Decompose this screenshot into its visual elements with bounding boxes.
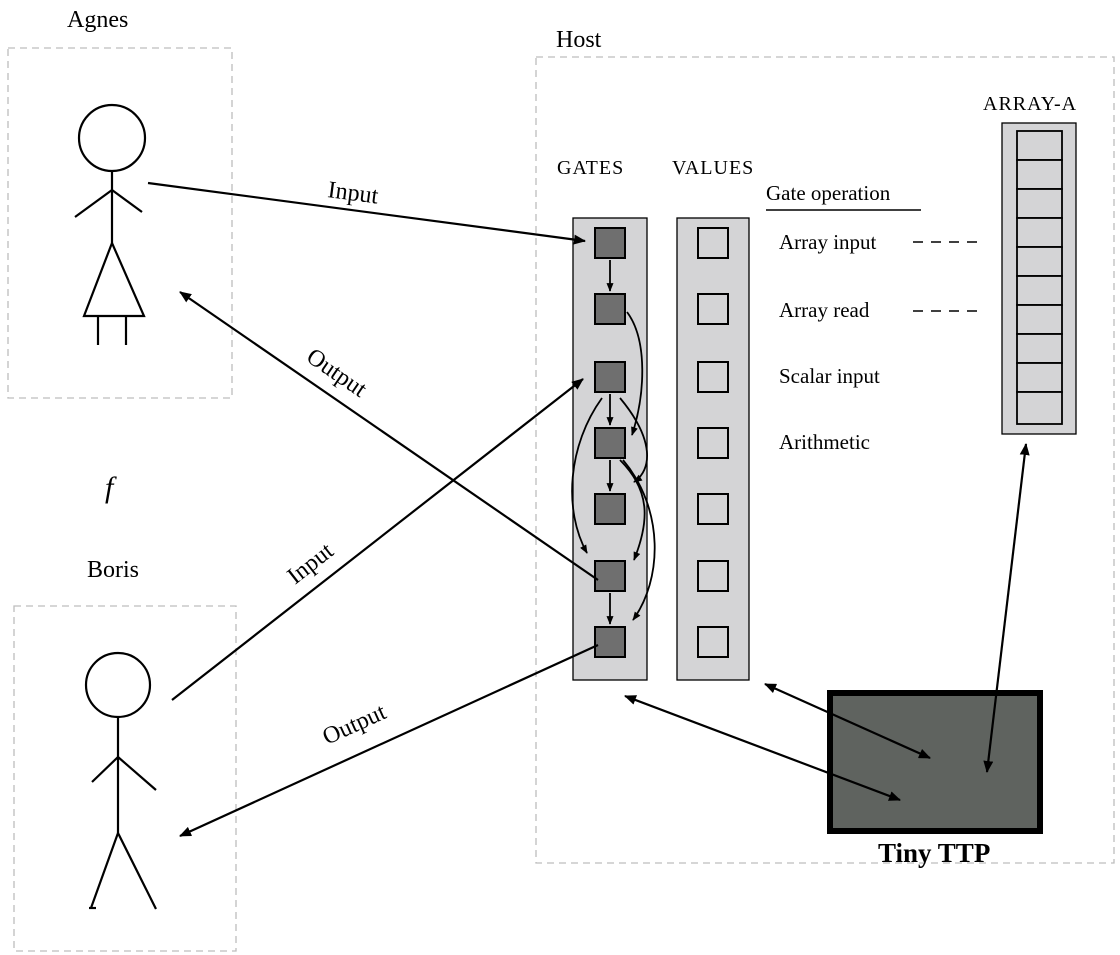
gates-list [594,227,626,658]
boris-label: Boris [87,557,139,583]
agnes-output-arrow [179,291,599,581]
gate-2 [594,293,626,325]
value-slot-7 [697,626,729,658]
tiny-ttp-box [827,690,1043,834]
array-a-cells [1016,130,1063,425]
value-slot-6 [697,560,729,592]
array-cell [1016,159,1063,190]
gate-operation-title: Gate operation [766,181,891,205]
array-cell [1016,333,1063,364]
boris-input-label: Input [283,538,339,590]
gate-5 [594,493,626,525]
value-slot-4 [697,427,729,459]
boris-input-arrow [171,378,584,701]
ttp-gates-arrow [624,694,901,802]
array-header: ARRAY-A [983,93,1077,115]
communication-arrows [147,181,599,838]
gate-op-array-read: Array read [779,298,870,322]
agnes-input-label: Input [326,177,380,209]
array-cell [1016,217,1063,248]
gate-dependency-arrows [571,260,656,625]
agnes-figure-icon [74,103,147,345]
array-cell [1016,362,1063,393]
boris-output-arrow [179,643,599,838]
gate-op-scalar-input: Scalar input [779,364,880,388]
host-frame [535,56,1115,864]
gate-op-array-input: Array input [779,230,877,254]
tiny-ttp-label: Tiny TTP [878,838,990,868]
function-symbol: f [105,471,117,504]
array-cell [1016,304,1063,335]
gate-1 [594,227,626,259]
array-cell [1016,130,1063,161]
ttp-values-arrow [764,682,931,760]
array-cell [1016,391,1063,425]
gate-operation-legend: Gate operation Array input Array read Sc… [766,181,985,454]
boris-output-label: Output [319,699,391,750]
agnes-output-label: Output [302,344,372,403]
gates-header: GATES [557,157,624,179]
boris-frame [13,605,237,952]
gate-3 [594,361,626,393]
host-label: Host [556,27,602,53]
value-slot-2 [697,293,729,325]
agnes-label: Agnes [67,7,128,33]
boris-figure-icon [84,651,157,910]
gate-6 [594,560,626,592]
values-header: VALUES [672,157,754,179]
ttp-array-arrow [983,443,1030,773]
array-cell [1016,246,1063,277]
value-slot-3 [697,361,729,393]
gate-4 [594,427,626,459]
value-slot-1 [697,227,729,259]
agnes-input-arrow [147,181,586,245]
array-cell [1016,188,1063,219]
array-cell [1016,275,1063,306]
values-list [697,227,729,658]
gate-op-arithmetic: Arithmetic [779,430,870,454]
agnes-frame [7,47,233,399]
ttp-arrows [624,443,1030,802]
value-slot-5 [697,493,729,525]
gate-7 [594,626,626,658]
